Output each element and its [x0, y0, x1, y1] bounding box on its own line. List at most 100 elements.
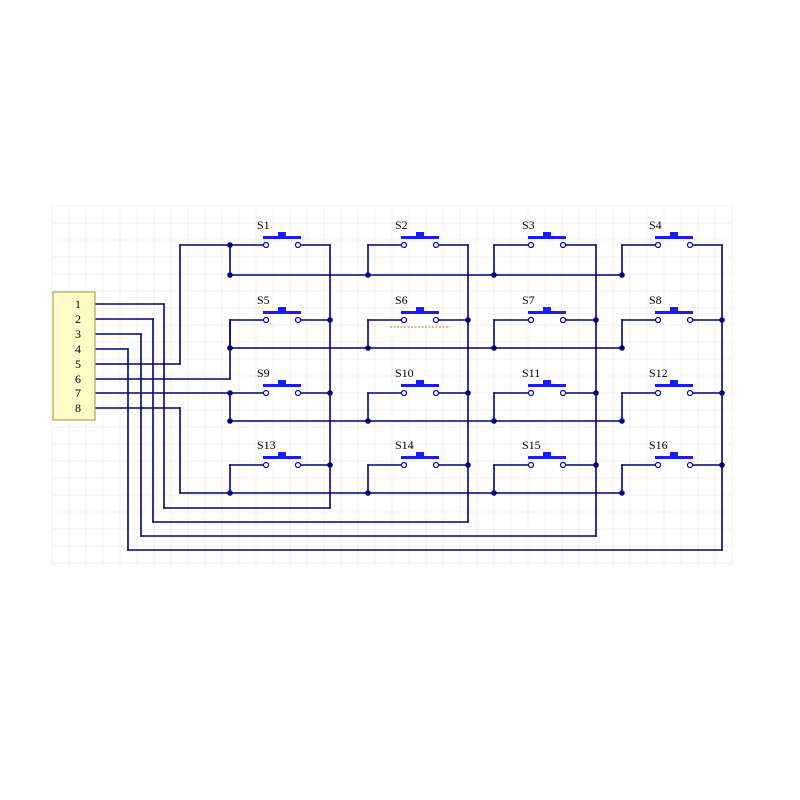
switch-pin: [400, 316, 408, 324]
switch-pin: [432, 461, 440, 469]
switch-gap: [531, 390, 563, 396]
push-button-switch: S14: [395, 438, 440, 469]
switch-gap: [404, 390, 436, 396]
switch-gap: [531, 462, 563, 468]
junction-dot: [227, 390, 233, 396]
push-button-switch: S1: [257, 218, 302, 249]
junction-dot: [465, 462, 471, 468]
switch-pin: [400, 241, 408, 249]
switch-actuator-bar: [528, 236, 566, 239]
background-grid: [51, 205, 733, 566]
switch-pin: [654, 241, 662, 249]
push-button-switch: S10: [395, 366, 440, 397]
switch-label: S4: [649, 218, 662, 232]
junction-dot: [593, 390, 599, 396]
switch-pin: [527, 316, 535, 324]
switch-actuator-bar: [655, 384, 693, 387]
switch-actuator-bar: [263, 456, 301, 459]
switch-pin: [654, 316, 662, 324]
switch-actuator-cap: [670, 380, 678, 385]
push-button-switch: S15: [522, 438, 567, 469]
switch-label: S1: [257, 218, 270, 232]
switch-actuator-bar: [528, 456, 566, 459]
switch-actuator-bar: [655, 236, 693, 239]
switch-pin: [686, 316, 694, 324]
switch-pin: [262, 461, 270, 469]
connector-body: [52, 291, 96, 421]
junction-dot: [227, 242, 233, 248]
switch-pin: [432, 241, 440, 249]
push-button-switch: S9: [257, 366, 302, 397]
switch-gap: [266, 390, 298, 396]
switch-actuator-cap: [416, 452, 424, 457]
switch-actuator-bar: [401, 311, 439, 314]
junction-dot: [593, 317, 599, 323]
switch-actuator-cap: [670, 232, 678, 237]
switch-actuator-cap: [278, 380, 286, 385]
push-button-switch: S12: [649, 366, 694, 397]
push-button-switch: S6: [390, 293, 450, 328]
switch-pin: [686, 241, 694, 249]
switch-actuator-cap: [543, 452, 551, 457]
switch-actuator-cap: [670, 452, 678, 457]
connector-pin-label: 4: [75, 342, 81, 356]
switch-pin: [432, 389, 440, 397]
push-button-switch: S13: [257, 438, 302, 469]
connector-pin-label: 2: [75, 312, 81, 326]
junction-dot: [465, 317, 471, 323]
switch-actuator-bar: [401, 456, 439, 459]
switch-actuator-bar: [263, 311, 301, 314]
switch-gap: [266, 462, 298, 468]
switch-actuator-bar: [263, 384, 301, 387]
junction-dot: [593, 462, 599, 468]
switch-label: S9: [257, 366, 270, 380]
switch-gap: [266, 317, 298, 323]
switch-gap: [658, 390, 690, 396]
switch-pin: [654, 461, 662, 469]
switch-label: S16: [649, 438, 668, 452]
switch-pin: [400, 461, 408, 469]
switch-label: S10: [395, 366, 414, 380]
switch-label: S2: [395, 218, 408, 232]
connector-pin-label: 6: [75, 372, 81, 386]
connector-pin-label: 8: [75, 401, 81, 415]
switch-pin: [262, 241, 270, 249]
switch-actuator-cap: [278, 232, 286, 237]
switch-actuator-cap: [416, 232, 424, 237]
connector-pin-label: 1: [75, 297, 81, 311]
switch-label: S14: [395, 438, 414, 452]
switch-pin: [294, 389, 302, 397]
switch-pin: [654, 389, 662, 397]
switch-actuator-cap: [670, 307, 678, 312]
push-button-switch: S7: [522, 293, 567, 324]
switch-gap: [658, 462, 690, 468]
switch-label: S12: [649, 366, 668, 380]
switch-label: S7: [522, 293, 535, 307]
switch-actuator-cap: [416, 380, 424, 385]
switch-label: S11: [522, 366, 540, 380]
switch-gap: [531, 242, 563, 248]
switch-gap: [404, 242, 436, 248]
switch-actuator-cap: [278, 452, 286, 457]
switch-pin: [262, 389, 270, 397]
switch-label: S15: [522, 438, 541, 452]
switch-label: S13: [257, 438, 276, 452]
switch-actuator-bar: [528, 384, 566, 387]
switch-pin: [400, 389, 408, 397]
switch-actuator-bar: [655, 456, 693, 459]
switch-pin: [432, 316, 440, 324]
switch-pin: [262, 316, 270, 324]
junction-dot: [719, 317, 725, 323]
switch-actuator-bar: [263, 236, 301, 239]
switch-gap: [404, 462, 436, 468]
switch-pin: [527, 461, 535, 469]
junction-dot: [327, 390, 333, 396]
switch-pin: [686, 461, 694, 469]
connector-pin-label: 7: [75, 386, 81, 400]
switch-gap: [531, 317, 563, 323]
switch-label: S8: [649, 293, 662, 307]
push-button-switch: S11: [522, 366, 567, 397]
